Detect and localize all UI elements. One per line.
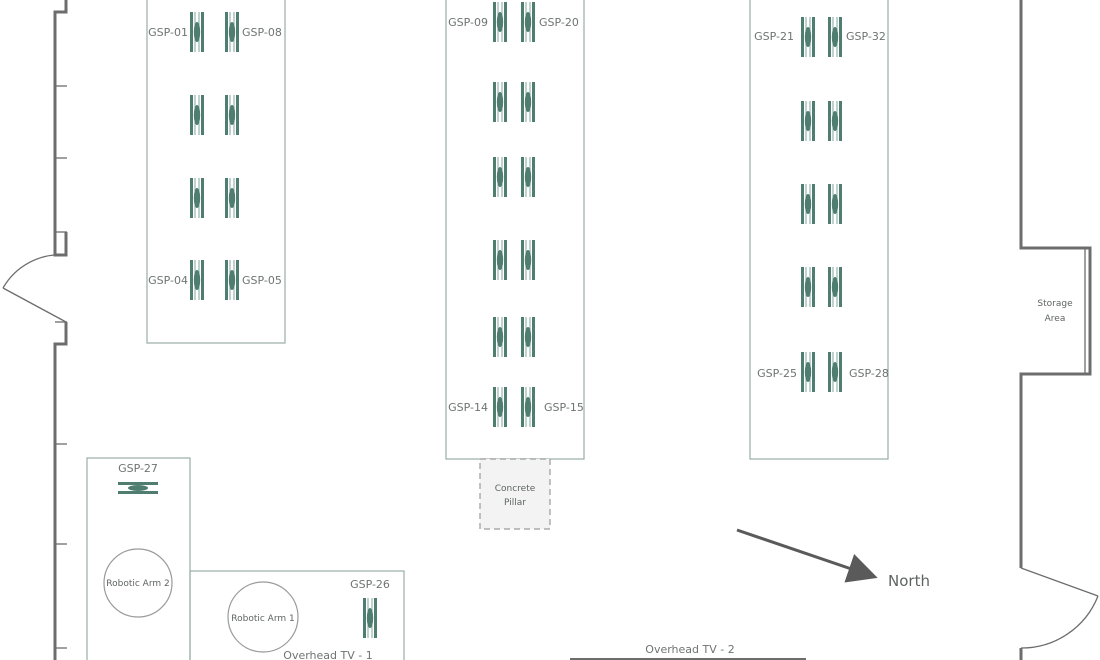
workstation-center-b-5[interactable]: [521, 387, 535, 427]
left-wall: [53, 0, 68, 660]
pillar-label: Concrete: [495, 484, 536, 494]
workstation-gsp27[interactable]: [118, 482, 158, 494]
robotic-arm-1[interactable]: [227, 581, 299, 653]
station-label-gsp04: GSP-04: [148, 274, 188, 287]
workstation-center-b-1[interactable]: [521, 82, 535, 122]
robotic-arm-2-label: Robotic Arm 2: [106, 579, 169, 589]
station-labels: GSP-01 GSP-08 GSP-04 GSP-05 GSP-09 GSP-2…: [118, 16, 889, 591]
workstations: [118, 2, 842, 638]
workstation-right-a-2[interactable]: [801, 184, 815, 224]
storage-area-label-2: Area: [1045, 314, 1066, 324]
station-label-gsp14: GSP-14: [448, 401, 488, 414]
workstation-center-a-4[interactable]: [493, 317, 507, 357]
workstation-right-b-2[interactable]: [828, 184, 842, 224]
station-label-gsp27: GSP-27: [118, 462, 158, 475]
workstation-left-a-0[interactable]: [190, 12, 204, 52]
workstation-left-a-1[interactable]: [190, 95, 204, 135]
workstation-center-a-0[interactable]: [493, 2, 507, 42]
workstation-left-b-3[interactable]: [225, 260, 239, 300]
zone-robotic-arm-1: [189, 570, 405, 660]
workstation-center-a-5[interactable]: [493, 387, 507, 427]
workstation-left-b-1[interactable]: [225, 95, 239, 135]
workstation-center-a-1[interactable]: [493, 82, 507, 122]
right-wall: [1019, 0, 1092, 660]
station-label-gsp26: GSP-26: [350, 578, 390, 591]
workstation-center-b-0[interactable]: [521, 2, 535, 42]
station-label-gsp09: GSP-09: [448, 16, 488, 29]
workstation-gsp26[interactable]: [363, 598, 377, 638]
north-label: North: [888, 572, 930, 590]
station-label-gsp05: GSP-05: [242, 274, 282, 287]
workstation-right-a-4[interactable]: [801, 352, 815, 392]
overhead-tv-2-label: Overhead TV - 2: [645, 643, 734, 656]
robotic-arm-2[interactable]: [103, 548, 173, 618]
workstation-center-a-2[interactable]: [493, 157, 507, 197]
workstation-right-b-4[interactable]: [828, 352, 842, 392]
station-label-gsp01: GSP-01: [148, 26, 188, 39]
workstation-right-b-0[interactable]: [828, 17, 842, 57]
zone-center: [445, 0, 585, 460]
workstation-right-b-1[interactable]: [828, 101, 842, 141]
workstation-center-b-2[interactable]: [521, 157, 535, 197]
zone-right: [749, 0, 889, 460]
workstation-left-b-2[interactable]: [225, 178, 239, 218]
workstation-left-a-3[interactable]: [190, 260, 204, 300]
station-label-gsp28: GSP-28: [849, 367, 889, 380]
right-door[interactable]: [1020, 567, 1099, 649]
left-door[interactable]: [2, 254, 67, 323]
workstation-center-b-3[interactable]: [521, 240, 535, 280]
station-label-gsp08: GSP-08: [242, 26, 282, 39]
zone-robotic-arm-2: [86, 457, 191, 660]
storage-area-label: Storage: [1037, 299, 1073, 309]
overhead-tv-1-label: Overhead TV - 1: [283, 649, 372, 660]
station-label-gsp20: GSP-20: [539, 16, 579, 29]
workstation-right-a-3[interactable]: [801, 267, 815, 307]
station-label-gsp25: GSP-25: [757, 367, 797, 380]
robotic-arm-1-label: Robotic Arm 1: [231, 614, 294, 624]
station-label-gsp15: GSP-15: [544, 401, 584, 414]
concrete-pillar: [479, 458, 551, 530]
station-label-gsp32: GSP-32: [846, 30, 886, 43]
workstation-left-a-2[interactable]: [190, 178, 204, 218]
station-label-gsp21: GSP-21: [754, 30, 794, 43]
workstation-right-a-1[interactable]: [801, 101, 815, 141]
workstation-right-a-0[interactable]: [801, 17, 815, 57]
workstation-right-b-3[interactable]: [828, 267, 842, 307]
workstation-left-b-0[interactable]: [225, 12, 239, 52]
zone-left: [146, 0, 286, 344]
pillar-label-2: Pillar: [504, 498, 526, 508]
north-arrow: [736, 528, 878, 583]
workstation-center-b-4[interactable]: [521, 317, 535, 357]
workstation-center-a-3[interactable]: [493, 240, 507, 280]
